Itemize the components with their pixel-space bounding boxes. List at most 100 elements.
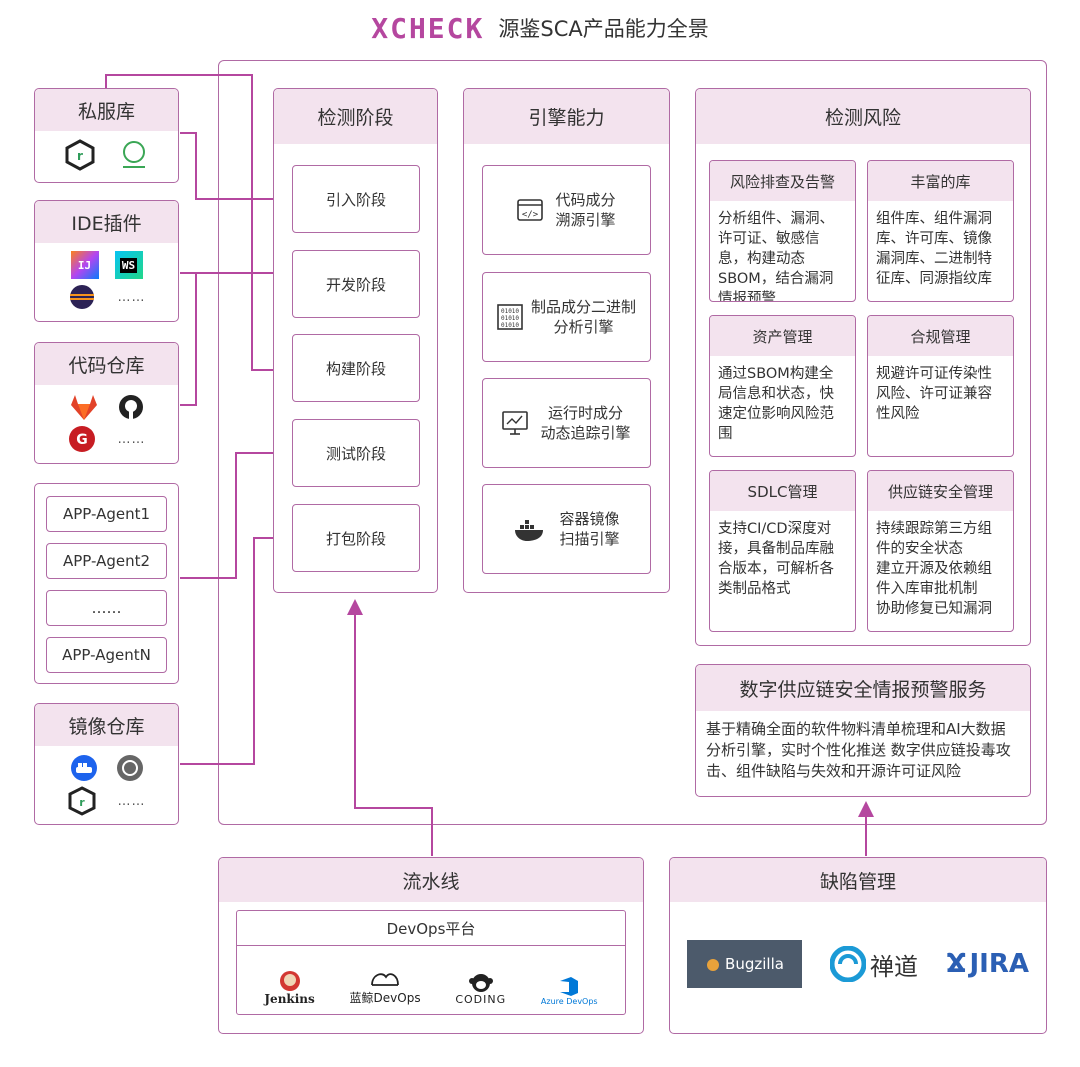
image-repo-box: 镜像仓库 r …… <box>34 703 179 825</box>
engine-container: 容器镜像扫描引擎 <box>482 484 651 574</box>
header: XCHECK 源鉴SCA产品能力全景 <box>0 8 1080 48</box>
ide-plugin-box: IDE插件 IJ WS …… <box>34 200 179 322</box>
defect-title: 缺陷管理 <box>670 858 1046 902</box>
bluking-icon <box>371 973 399 986</box>
svg-text:01010: 01010 <box>501 322 519 329</box>
harbor-icon <box>116 755 143 781</box>
jenkins-logo: Jenkins <box>264 970 315 1006</box>
docker-icon <box>515 520 544 541</box>
page-title: 源鉴SCA产品能力全景 <box>498 17 709 41</box>
risk-card-body: 持续跟踪第三方组件的安全状态 建立开源及依赖组件入库审批机制 协助修复已知漏洞 <box>876 521 992 617</box>
agent-item: APP-Agent1 <box>46 496 167 532</box>
risk-card-title: 风险排查及告警 <box>710 161 855 201</box>
risk-card-body: 规避许可证传染性风险、许可证兼容性风险 <box>876 366 992 422</box>
jira-logo: Ϫ JIRA <box>945 949 1029 979</box>
gitlab-icon <box>70 395 97 420</box>
risk-card: 丰富的库 组件库、组件漏洞库、许可库、镜像漏洞库、二进制特征库、同源指纹库 <box>867 160 1014 302</box>
engine-line: 代码成分 <box>555 191 616 209</box>
coding-icon <box>468 974 493 992</box>
line-agents <box>180 445 291 579</box>
line-pipeline <box>347 599 433 856</box>
risk-card-title: 供应链安全管理 <box>868 471 1013 511</box>
risk-card-title: 合规管理 <box>868 316 1013 356</box>
ide-title: IDE插件 <box>35 201 178 243</box>
risk-card: 合规管理 规避许可证传染性风险、许可证兼容性风险 <box>867 315 1014 457</box>
docker-icon <box>70 755 97 781</box>
bugzilla-logo: Bugzilla <box>687 940 802 988</box>
jenkins-icon <box>279 971 300 991</box>
line-private-repo <box>180 132 291 207</box>
more-ide: …… <box>117 289 146 305</box>
intel-service-box: 数字供应链安全情报预警服务 基于精确全面的软件物料清单梳理和AI大数据分析引擎，… <box>695 664 1031 797</box>
intellij-icon: IJ <box>70 251 99 279</box>
engine-code: </> 代码成分溯源引擎 <box>482 165 651 255</box>
zentao-logo: 禅道 <box>829 946 918 982</box>
engine-runtime: 运行时成分动态追踪引擎 <box>482 378 651 468</box>
zentao-icon <box>829 946 866 982</box>
svg-text:r: r <box>79 796 85 809</box>
pipeline-box: 流水线 DevOps平台 Jenkins 蓝鲸DevOps CODING Azu… <box>218 857 644 1034</box>
risk-card-body: 分析组件、漏洞、许可证、敏感信息，构建动态SBOM，结合漏洞情报预警 <box>718 211 834 302</box>
stages-title: 检测阶段 <box>274 89 437 144</box>
risk-card-title: 资产管理 <box>710 316 855 356</box>
artifact-icon <box>122 141 145 168</box>
code-icon: </> <box>517 199 544 221</box>
engine-line: 溯源引擎 <box>555 211 616 229</box>
svg-text:01010: 01010 <box>501 315 519 322</box>
azure-devops-icon <box>560 977 579 996</box>
intel-title: 数字供应链安全情报预警服务 <box>696 665 1030 711</box>
gitee-icon: G <box>68 426 95 452</box>
risk-card: 风险排查及告警 分析组件、漏洞、许可证、敏感信息，构建动态SBOM，结合漏洞情报… <box>709 160 856 302</box>
pipeline-title: 流水线 <box>219 858 643 902</box>
code-repo-title: 代码仓库 <box>35 343 178 385</box>
line-top-loop <box>105 74 291 378</box>
brand-logo: XCHECK <box>371 11 485 45</box>
risk-card-body: 通过SBOM构建全局信息和状态，快速定位影响风险范围 <box>718 366 834 442</box>
stage-intro: 引入阶段 <box>292 165 420 233</box>
jira-icon: Ϫ <box>945 949 967 979</box>
engine-line: 动态追踪引擎 <box>540 424 631 442</box>
coding-logo: CODING <box>455 971 506 1006</box>
webstorm-icon: WS <box>114 251 143 279</box>
agents-box: APP-Agent1 APP-Agent2 …… APP-AgentN <box>34 483 179 684</box>
svg-text:01010: 01010 <box>501 308 519 315</box>
nexus-icon: r <box>68 786 95 816</box>
stage-build: 构建阶段 <box>292 334 420 402</box>
svg-text:r: r <box>77 149 83 163</box>
engine-line: 分析引擎 <box>553 318 614 336</box>
stage-test: 测试阶段 <box>292 419 420 487</box>
more-image-repo: …… <box>117 793 146 809</box>
image-repo-title: 镜像仓库 <box>35 704 178 746</box>
risks-title: 检测风险 <box>696 89 1030 144</box>
risk-card-body: 组件库、组件漏洞库、许可库、镜像漏洞库、二进制特征库、同源指纹库 <box>876 211 992 287</box>
agent-item: APP-AgentN <box>46 637 167 673</box>
private-repo-box: 私服库 r <box>34 88 179 183</box>
nexus-icon: r <box>65 139 94 171</box>
stage-package: 打包阶段 <box>292 504 420 572</box>
line-image-repo <box>180 530 291 765</box>
engine-line: 扫描引擎 <box>559 530 620 548</box>
azure-devops-logo: Azure DevOps <box>541 975 598 1006</box>
devops-platform-title: DevOps平台 <box>237 911 625 946</box>
bugzilla-icon <box>707 959 720 971</box>
risk-card-title: 丰富的库 <box>868 161 1013 201</box>
engine-line: 制品成分二进制 <box>530 298 636 316</box>
monitor-icon <box>502 411 529 435</box>
risk-card: SDLC管理 支持CI/CD深度对接，具备制品库融合版本，可解析各类制品格式 <box>709 470 856 632</box>
private-repo-title: 私服库 <box>35 89 178 131</box>
code-repo-box: 代码仓库 G …… <box>34 342 179 464</box>
more-code-repo: …… <box>117 431 146 447</box>
defect-box: 缺陷管理 Bugzilla 禅道 Ϫ JIRA <box>669 857 1047 1034</box>
risk-card: 资产管理 通过SBOM构建全局信息和状态，快速定位影响风险范围 <box>709 315 856 457</box>
svg-text:</>: </> <box>522 210 539 220</box>
intel-body: 基于精确全面的软件物料清单梳理和AI大数据分析引擎，实时个性化推送 数字供应链投… <box>706 720 1011 780</box>
eclipse-icon <box>69 285 94 309</box>
engine-line: 运行时成分 <box>547 404 623 422</box>
github-icon <box>118 395 143 419</box>
risk-card-title: SDLC管理 <box>710 471 855 511</box>
stage-dev: 开发阶段 <box>292 250 420 318</box>
devops-platform-box: DevOps平台 Jenkins 蓝鲸DevOps CODING Azure D… <box>236 910 626 1015</box>
